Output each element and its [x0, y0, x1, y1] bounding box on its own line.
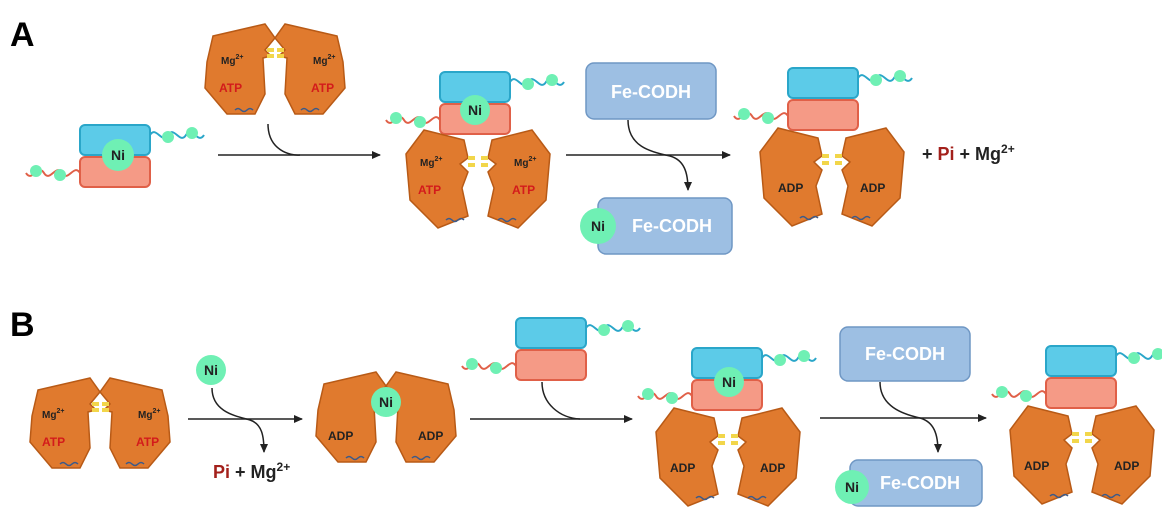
svg-text:Mg2+: Mg2+ — [514, 156, 536, 169]
fe-codh-label: Fe-CODH — [865, 344, 945, 364]
mg-sup: 2+ — [434, 156, 442, 163]
ni-ion-icon — [102, 139, 134, 171]
release-curve — [879, 381, 942, 453]
ni-label: Ni — [845, 479, 859, 495]
mg-sup: 2+ — [56, 408, 64, 415]
pi-label: Pi — [213, 462, 230, 482]
fe-codh-label: Fe-CODH — [611, 82, 691, 102]
adp-label: ADP — [1114, 459, 1139, 473]
release-curve — [211, 387, 268, 453]
a-complex-adp-dimer: ADP ADP — [733, 67, 913, 227]
ni-label: Ni — [468, 102, 482, 118]
panel-a-label: A — [10, 16, 35, 54]
ni-label: Ni — [379, 394, 393, 410]
svg-text:Mg2+: Mg2+ — [221, 54, 243, 67]
ni-label: Ni — [111, 147, 125, 163]
atp-label: ATP — [512, 183, 535, 197]
mg-label: Mg — [251, 462, 277, 482]
adp-label: ADP — [670, 461, 695, 475]
atp-label: ATP — [42, 435, 65, 449]
adp-label: ADP — [418, 429, 443, 443]
atp-label: ATP — [136, 435, 159, 449]
mg-label: Mg — [138, 410, 152, 421]
mg-label: Mg — [313, 56, 327, 67]
mg-label: Mg — [420, 158, 434, 169]
mg-sup: 2+ — [152, 408, 160, 415]
mg-label: Mg — [42, 410, 56, 421]
mg-sup: 2+ — [528, 156, 536, 163]
b-complex-adp-ni: Ni ADP ADP — [637, 347, 817, 507]
panel-b-label: B — [10, 306, 35, 344]
ni-ion-icon — [714, 367, 744, 397]
atp-label: ATP — [418, 183, 441, 197]
ni-ion-icon — [196, 355, 226, 385]
pi-label: Pi — [938, 144, 955, 164]
b-fe-codh-holo: Fe-CODH Ni — [835, 459, 983, 507]
ni-ion-icon — [371, 387, 401, 417]
ni-label: Ni — [722, 374, 736, 390]
a-atpase-dimer-atp: Mg2+ Mg2+ ATP ATP — [204, 23, 346, 115]
ni-ion-icon — [580, 208, 616, 244]
ni-label: Ni — [591, 218, 605, 234]
svg-text:Mg2+: Mg2+ — [420, 156, 442, 169]
a-complex-ni: Ni — [25, 124, 205, 188]
a-complex-atp-dimer: Ni — [385, 71, 565, 135]
svg-text:Mg2+: Mg2+ — [138, 408, 160, 421]
adp-label: ADP — [328, 429, 353, 443]
adp-label: ADP — [760, 461, 785, 475]
mg-sup: 2+ — [327, 54, 335, 61]
ni-label: Ni — [204, 362, 218, 378]
a-fe-codh-holo: Fe-CODH Ni — [580, 197, 733, 255]
plus-sign: + — [235, 462, 246, 482]
adp-label: ADP — [860, 181, 885, 195]
binding-curve — [541, 381, 581, 420]
b-adp-dimer-ni: Ni ADP ADP — [315, 371, 457, 463]
ni-ion-icon — [460, 95, 490, 125]
plus-sign: + — [960, 144, 971, 164]
b-free-ni: Ni — [196, 355, 226, 385]
release-curve — [627, 119, 692, 191]
b-products: Pi+Mg2+ — [213, 460, 290, 482]
fe-codh-label: Fe-CODH — [632, 216, 712, 236]
a-products: +Pi+Mg2+ — [922, 142, 1015, 164]
atp-label: ATP — [311, 81, 334, 95]
binding-curve — [267, 123, 301, 156]
adp-label: ADP — [1024, 459, 1049, 473]
mg-label: Mg — [975, 144, 1001, 164]
ni-ion-icon — [835, 470, 869, 504]
b-atpase-dimer-atp: Mg2+ Mg2+ ATP ATP — [29, 377, 171, 469]
b-fe-codh-apo: Fe-CODH — [839, 326, 971, 382]
svg-text:Mg2+: Mg2+ — [42, 408, 64, 421]
a-atpase-dimer-bound: Mg2+ Mg2+ ATP ATP — [405, 129, 551, 229]
mg-label: Mg — [221, 56, 235, 67]
mg-sup: 2+ — [277, 460, 291, 474]
b-complex-adp-dimer: ADP ADP — [991, 345, 1162, 505]
svg-text:Mg2+: Mg2+ — [313, 54, 335, 67]
mg-sup: 2+ — [235, 54, 243, 61]
plus-sign: + — [922, 144, 933, 164]
mg-label: Mg — [514, 158, 528, 169]
adp-label: ADP — [778, 181, 803, 195]
atp-label: ATP — [219, 81, 242, 95]
b-complex-apo — [461, 317, 641, 381]
mg-sup: 2+ — [1001, 142, 1015, 156]
fe-codh-label: Fe-CODH — [880, 473, 960, 493]
a-fe-codh-apo: Fe-CODH — [585, 62, 717, 120]
